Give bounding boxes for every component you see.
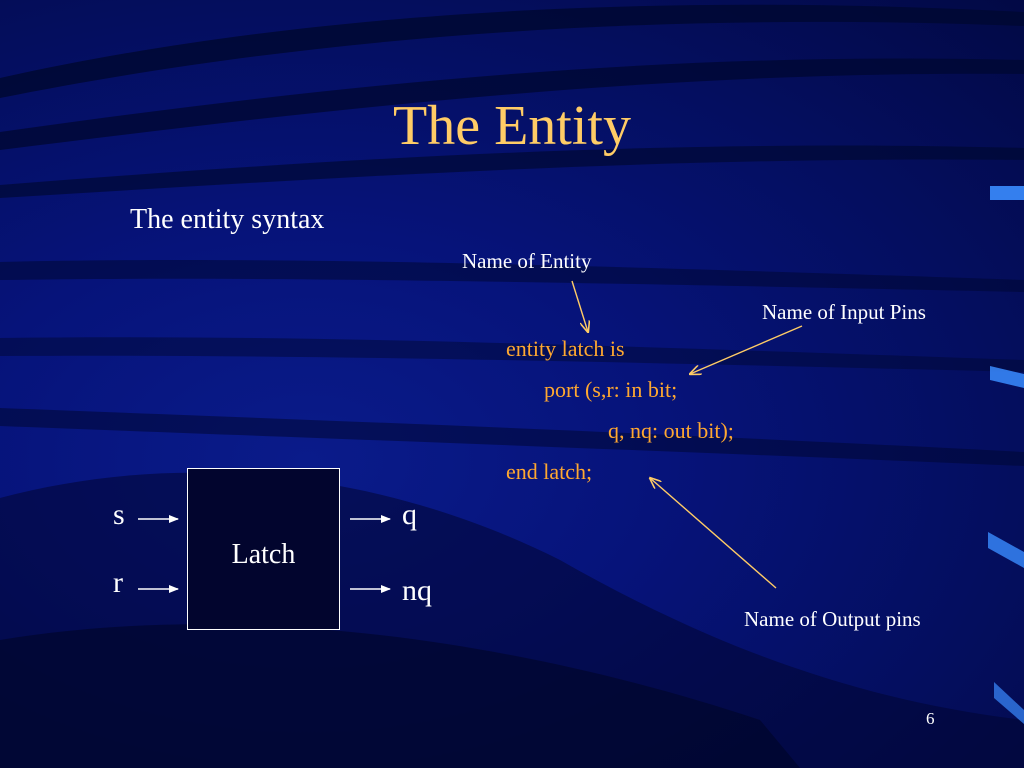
output-pin-q: q — [402, 498, 417, 531]
code-line-entity: entity latch is — [506, 336, 625, 361]
latch-block-label: Latch — [231, 539, 296, 570]
annotation-input-pins: Name of Input Pins — [762, 300, 926, 324]
slide-subtitle: The entity syntax — [130, 204, 325, 235]
input-pin-r: r — [113, 566, 123, 599]
output-pin-nq: nq — [402, 574, 432, 607]
annotation-entity-name: Name of Entity — [462, 249, 592, 273]
input-pin-s: s — [113, 498, 125, 531]
code-line-end: end latch; — [506, 459, 593, 484]
code-line-outputs: q, nq: out bit); — [608, 418, 734, 443]
code-line-port: port (s,r: in bit; — [544, 377, 678, 402]
page-number: 6 — [926, 709, 935, 728]
latch-block: Latch — [187, 468, 340, 630]
slide-title: The Entity — [393, 95, 631, 157]
annotation-output-pins: Name of Output pins — [744, 607, 921, 631]
